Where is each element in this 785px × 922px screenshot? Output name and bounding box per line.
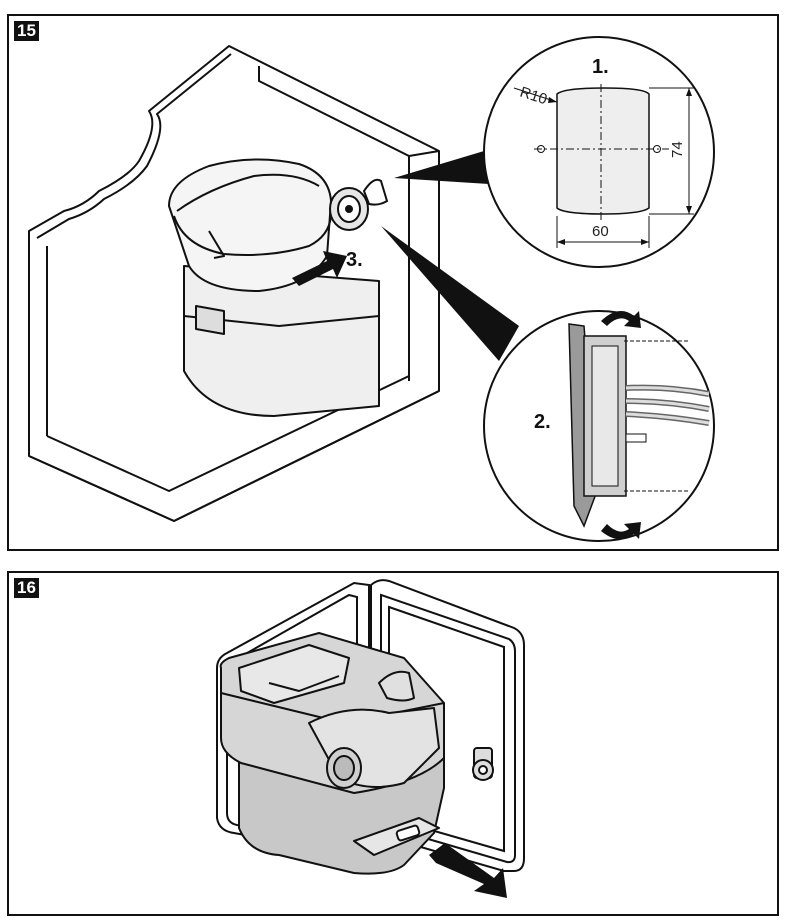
- cassette-tank: [219, 632, 445, 875]
- figure-15-number: 15: [14, 21, 39, 41]
- figure-16-number: 16: [14, 578, 39, 598]
- height-dimension-label: 74: [669, 141, 686, 158]
- callout-wedge-top: [394, 151, 489, 184]
- figure-15-panel: 15: [7, 14, 779, 551]
- figure-15-illustration: 3. 1. R10 74 60: [28, 36, 715, 542]
- detail-circle-dimensions: [483, 36, 715, 268]
- step-1-label: 1.: [592, 56, 609, 78]
- step-2-label: 2.: [534, 411, 551, 433]
- figure-16-illustration: [216, 579, 525, 898]
- toilet-body: [168, 158, 380, 417]
- callout-wedge-bottom: [381, 226, 519, 361]
- step-3-label: 3.: [346, 249, 363, 271]
- width-dimension-label: 60: [592, 223, 609, 240]
- mounting-knob: [329, 178, 389, 231]
- insert-arrow: [292, 251, 347, 286]
- insert-arrow: [429, 843, 507, 898]
- detail-circle-mounting: [483, 310, 715, 542]
- figure-16-panel: 16: [7, 571, 779, 916]
